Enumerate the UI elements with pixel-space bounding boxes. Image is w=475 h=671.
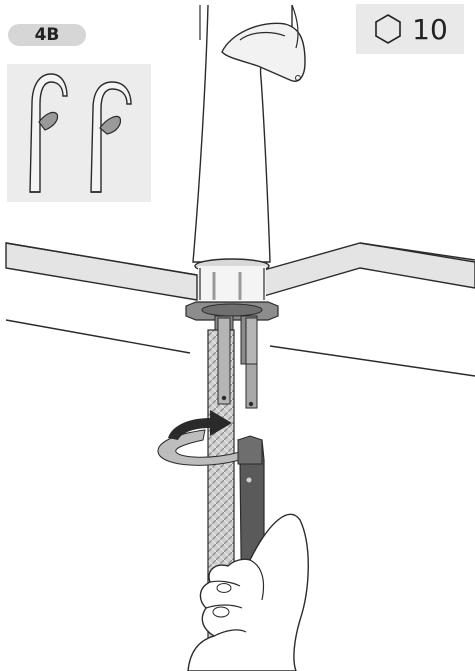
mounting-plate bbox=[185, 301, 279, 365]
hexagon-icon bbox=[375, 14, 401, 44]
threaded-rods bbox=[217, 317, 258, 409]
step-label: 4B bbox=[34, 25, 60, 45]
tool-size-box: 10 bbox=[356, 4, 464, 54]
rotation-arrow bbox=[157, 410, 241, 466]
faucet-body bbox=[192, 4, 306, 300]
faucet-variants-icon bbox=[29, 73, 132, 193]
tool-size-value: 10 bbox=[412, 12, 448, 46]
step-badge: 4B bbox=[8, 24, 86, 46]
countertop bbox=[5, 242, 475, 377]
faucet-variants-panel bbox=[7, 64, 151, 202]
hand bbox=[187, 513, 309, 671]
